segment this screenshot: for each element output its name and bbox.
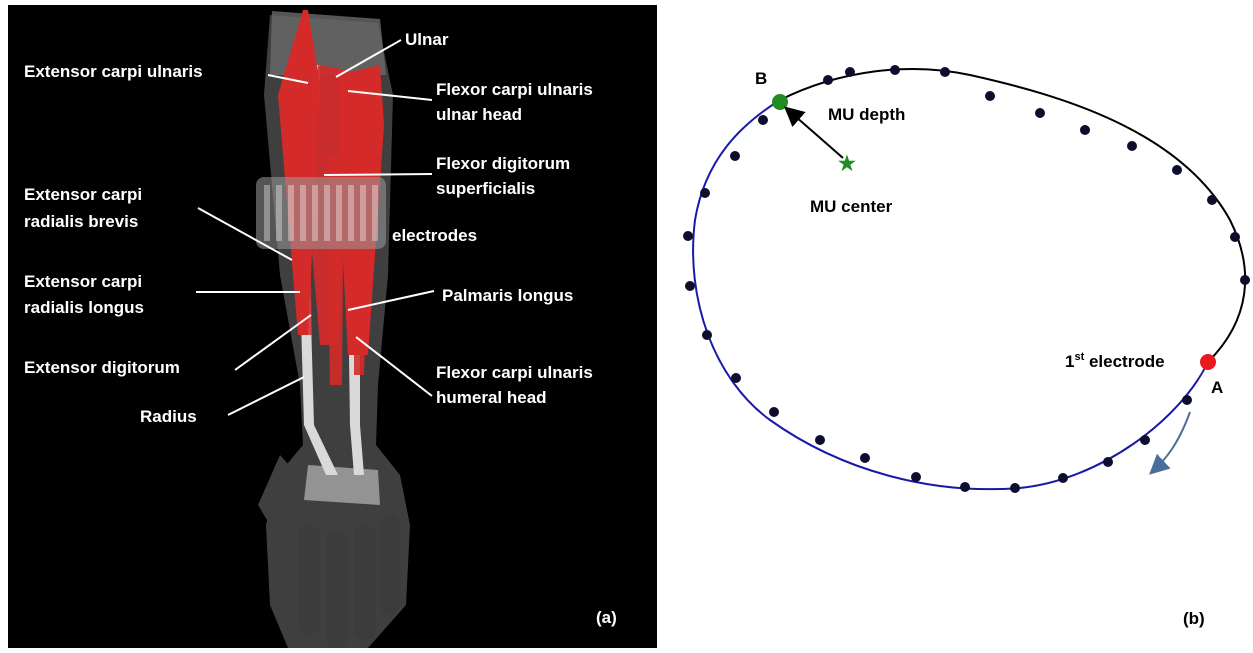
electrode-dot xyxy=(1240,275,1250,285)
electrodes xyxy=(683,65,1250,493)
label-flexor-carpi-ulnaris-humeral-line2: humeral head xyxy=(436,388,547,407)
label-ecr-brevis-line1: Extensor carpi xyxy=(24,185,142,204)
electrode-dot xyxy=(731,373,741,383)
forearm-illustration: Ulnar Extensor carpi ulnaris Flexor carp… xyxy=(8,5,657,648)
electrode-dot xyxy=(702,330,712,340)
label-first-electrode: 1st electrode xyxy=(1065,351,1165,371)
point-b-marker xyxy=(772,94,788,110)
label-point-a: A xyxy=(1211,378,1223,397)
label-extensor-carpi-ulnaris: Extensor carpi ulnaris xyxy=(24,62,203,81)
label-ulnar: Ulnar xyxy=(405,30,449,49)
label-mu-center: MU center xyxy=(810,197,893,216)
label-first-electrode-sup: st xyxy=(1074,351,1084,363)
label-ecr-longus-line2: radialis longus xyxy=(24,298,144,317)
electrode-dot xyxy=(1230,232,1240,242)
electrode-dot xyxy=(815,435,825,445)
label-flexor-carpi-ulnaris-ulnar-line2: ulnar head xyxy=(436,105,522,124)
electrode-dot xyxy=(845,67,855,77)
electrode-dot xyxy=(823,75,833,85)
electrode-dot xyxy=(860,453,870,463)
electrode-dot xyxy=(1035,108,1045,118)
label-flexor-digitorum-line1: Flexor digitorum xyxy=(436,154,570,173)
electrode-dot xyxy=(769,407,779,417)
electrode-dot xyxy=(1207,195,1217,205)
electrode-dot xyxy=(1140,435,1150,445)
electrode-dot xyxy=(1172,165,1182,175)
electrode-dot xyxy=(1080,125,1090,135)
contour-labels: B MU depth MU center 1st electrode A (b) xyxy=(755,69,1223,628)
label-extensor-digitorum: Extensor digitorum xyxy=(24,358,180,377)
electrode-dot xyxy=(700,188,710,198)
label-first-electrode-word: electrode xyxy=(1084,352,1164,371)
electrode-dot xyxy=(685,281,695,291)
electrode-dot xyxy=(890,65,900,75)
label-flexor-digitorum-line2: superficialis xyxy=(436,179,535,198)
label-flexor-carpi-ulnaris-humeral-line1: Flexor carpi ulnaris xyxy=(436,363,593,382)
panel-b-label: (b) xyxy=(1183,609,1205,628)
electrode-contour-diagram: ★ B MU depth MU center 1st electrode A (… xyxy=(660,0,1253,648)
electrode-dot xyxy=(940,67,950,77)
electrode-dot xyxy=(911,472,921,482)
label-radius: Radius xyxy=(140,407,197,426)
label-mu-depth: MU depth xyxy=(828,105,905,124)
electrode-dot xyxy=(683,231,693,241)
electrode-dot xyxy=(730,151,740,161)
label-ecr-longus-line1: Extensor carpi xyxy=(24,272,142,291)
label-electrodes: electrodes xyxy=(392,226,477,245)
electrode-dot xyxy=(1010,483,1020,493)
label-flexor-carpi-ulnaris-ulnar-line1: Flexor carpi ulnaris xyxy=(436,80,593,99)
electrode-dot xyxy=(1103,457,1113,467)
electrode-dot xyxy=(985,91,995,101)
label-palmaris-longus: Palmaris longus xyxy=(442,286,573,305)
panel-a-label: (a) xyxy=(596,608,617,627)
electrode-dot xyxy=(960,482,970,492)
electrode-dot xyxy=(1058,473,1068,483)
direction-arrow xyxy=(1152,412,1190,472)
electrode-band xyxy=(256,177,386,249)
label-ecr-brevis-line2: radialis brevis xyxy=(24,212,138,231)
electrode-dot xyxy=(758,115,768,125)
panel-b-electrode-contour: ★ B MU depth MU center 1st electrode A (… xyxy=(660,0,1253,648)
electrode-dot xyxy=(1182,395,1192,405)
label-point-b: B xyxy=(755,69,767,88)
first-electrode-marker xyxy=(1200,354,1216,370)
panel-a-forearm-anatomy: Ulnar Extensor carpi ulnaris Flexor carp… xyxy=(8,5,657,648)
depth-path xyxy=(693,100,1208,489)
electrode-dot xyxy=(1127,141,1137,151)
label-first-electrode-num: 1 xyxy=(1065,352,1074,371)
